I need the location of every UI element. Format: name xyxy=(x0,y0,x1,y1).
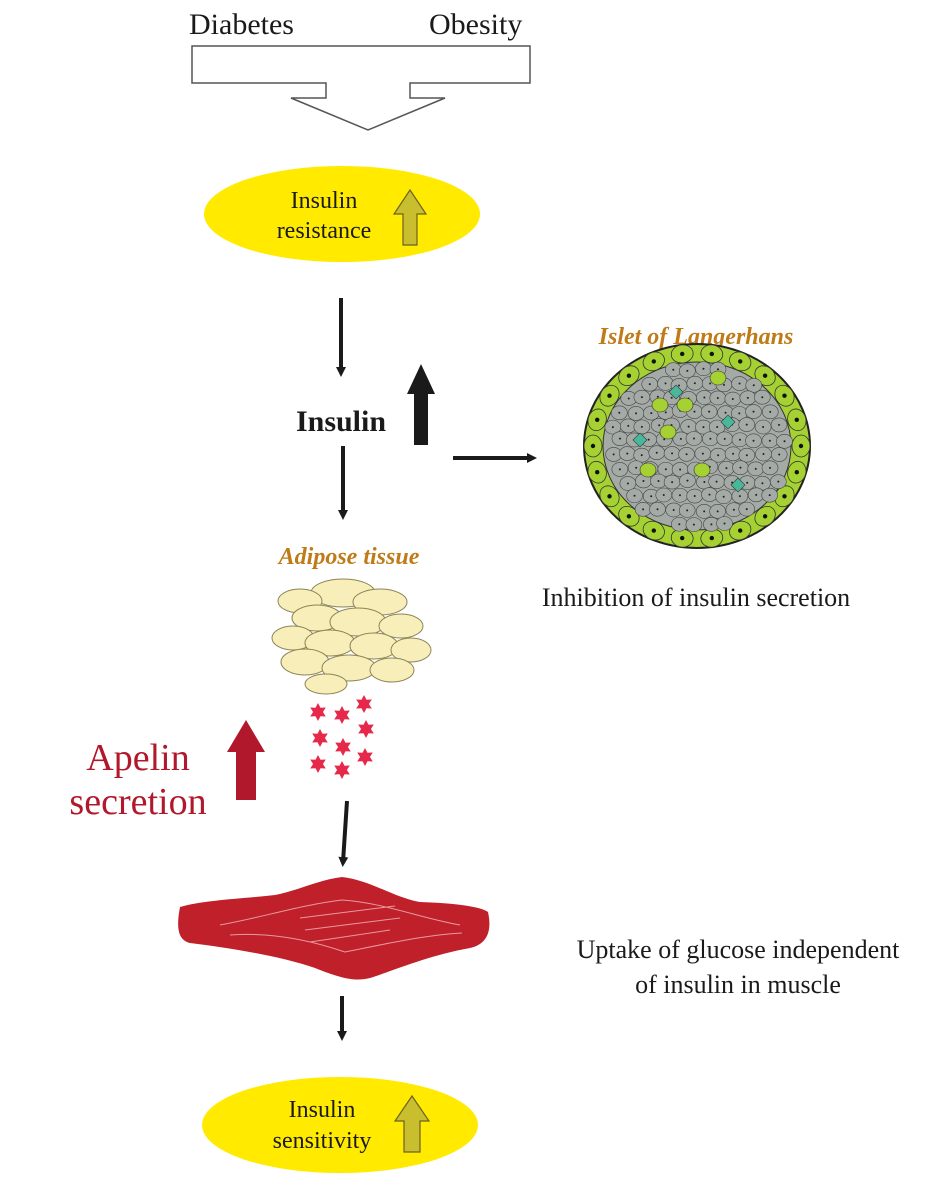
insulin-label: Insulin xyxy=(296,405,386,438)
converging-arrow xyxy=(191,45,531,131)
apelin-line1: Apelin xyxy=(86,737,189,779)
obesity-label: Obesity xyxy=(429,8,522,41)
insulin-sensitivity-line1: Insulin xyxy=(289,1097,356,1123)
adipose-title: Adipose tissue xyxy=(277,544,420,570)
adipose-tissue-illustration xyxy=(271,578,432,695)
resistance-up-arrow xyxy=(392,188,428,246)
apelin-up-arrow xyxy=(227,720,265,800)
sensitivity-up-arrow xyxy=(393,1094,431,1153)
islet-of-langerhans-illustration xyxy=(583,343,811,549)
insulin-sensitivity-ellipse xyxy=(202,1077,478,1173)
insulin-sensitivity-line2: sensitivity xyxy=(273,1128,372,1154)
diabetes-label: Diabetes xyxy=(189,8,294,41)
insulin-resistance-line1: Insulin xyxy=(291,188,358,214)
insulin-resistance-line2: resistance xyxy=(277,218,372,244)
muscle-caption-line1: Uptake of glucose independent xyxy=(577,935,901,964)
muscle-illustration xyxy=(178,877,490,980)
insulin-up-arrow xyxy=(407,364,435,445)
insulin-resistance-ellipse xyxy=(204,166,480,262)
islet-caption: Inhibition of insulin secretion xyxy=(542,583,850,612)
apelin-line2: secretion xyxy=(69,781,206,823)
apelin-molecules xyxy=(310,695,374,779)
arrow-to-muscle xyxy=(338,800,349,867)
muscle-caption-line2: of insulin in muscle xyxy=(635,970,841,999)
